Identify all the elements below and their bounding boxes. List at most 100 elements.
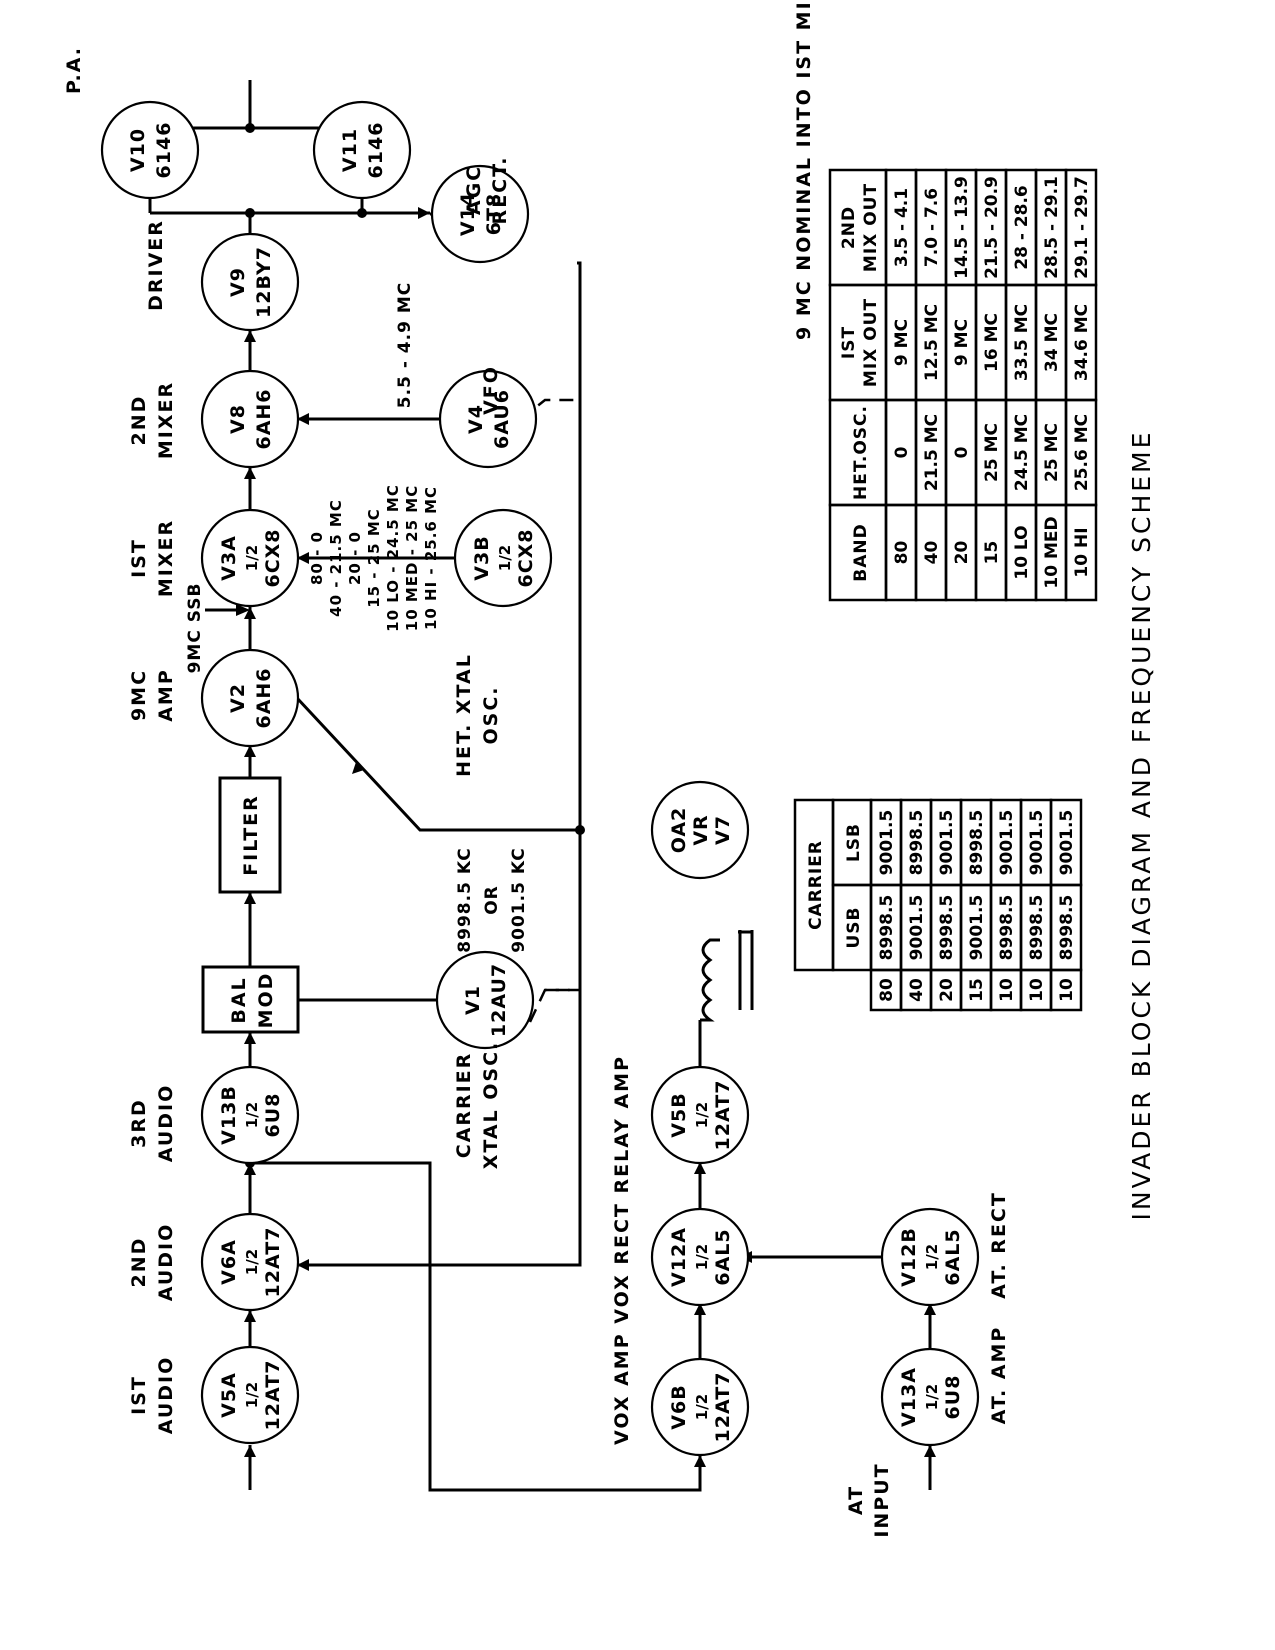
tube-label: 6U8 [942, 1375, 964, 1420]
tube-label: V12B [898, 1227, 920, 1287]
tube-label: 1/2 [243, 1382, 261, 1408]
junction-agc-het [575, 825, 585, 835]
mixer-cell-text: 3.5 - 4.1 [892, 188, 912, 267]
label-at-input-2: INPUT [871, 1462, 893, 1537]
arrow-v2 [244, 745, 256, 757]
carrier-cell-text: 9001.5 [967, 895, 987, 961]
label-agc-2: RECT. [489, 156, 511, 225]
label-carrier-osc-1: CARRIER [453, 1052, 475, 1159]
label-second-mixer-2: MIXER [155, 381, 177, 459]
label-vox-line: VOX AMP VOX RECT RELAY AMP [611, 1055, 633, 1445]
tube-label: V2 [227, 683, 249, 713]
mixer-cell-text: 29.1 - 29.7 [1072, 176, 1092, 279]
tube-label: 1/2 [243, 545, 261, 571]
mixer-col-label: IST [839, 326, 859, 359]
het-freq-entry: 20 - 0 [346, 531, 364, 585]
tube-label: V13A [898, 1367, 920, 1427]
het-freq-entry: 10 LO - 24.5 MC [384, 484, 402, 632]
label-first-audio-1: IST [128, 1375, 150, 1415]
tube-label: 6146 [365, 122, 387, 179]
mixer-col-label: HET.OSC. [851, 405, 871, 500]
tube-label: V8 [227, 404, 249, 434]
arrow-v13b [244, 1163, 256, 1175]
tube-label: 6146 [153, 122, 175, 179]
arrow-9mc-ssb [236, 604, 250, 616]
mixer-cell-text: 12.5 MC [922, 304, 942, 381]
mixer-col-label: MIX OUT [861, 183, 881, 272]
label-pa: P.A. [63, 46, 85, 94]
tube-label: V11 [339, 128, 361, 172]
arrow-filter [244, 892, 256, 904]
mixer-col-label: BAND [851, 523, 871, 581]
tube-label: 12AT7 [262, 1360, 284, 1431]
tube-envelope [200, 232, 300, 332]
tube-label: 12AT7 [712, 1372, 734, 1443]
tube-label: 1/2 [693, 1244, 711, 1270]
tube-label: 12BY7 [253, 246, 275, 318]
arrow-het-v2 [352, 762, 364, 774]
tube-envelope [435, 950, 535, 1050]
label-second-mixer-1: 2ND [128, 395, 150, 446]
tube-label: V3B [471, 535, 493, 580]
mixer-cell-text: 24.5 MC [1012, 414, 1032, 491]
mixer-cell-text: 15 [982, 541, 1002, 565]
label-het-osc-2: OSC. [480, 686, 502, 745]
mixer-cell-text: 7.0 - 7.6 [922, 188, 942, 267]
mixer-cell-text: 0 [892, 446, 912, 458]
arrow-audio-in [244, 1445, 256, 1457]
tube-envelope [650, 780, 750, 880]
tube-label: V4 [465, 404, 487, 434]
tube-label: 12AT7 [712, 1080, 734, 1151]
het-freq-entry: 80 - 0 [308, 531, 326, 585]
arrow-v6a [244, 1310, 256, 1322]
label-first-mixer-1: IST [128, 538, 150, 578]
arrow-v6b [694, 1455, 706, 1467]
label-third-audio-2: AUDIO [155, 1084, 177, 1163]
tube-envelope [200, 369, 300, 469]
tube-envelope [453, 508, 553, 608]
tube-label: 12AT7 [262, 1227, 284, 1298]
tube-label: V13B [218, 1085, 240, 1145]
label-at-input-1: AT [845, 1485, 867, 1515]
carrier-cell-text: 10 [997, 978, 1017, 1002]
arrow-at-in [924, 1445, 936, 1457]
tube-label: 1/2 [243, 1249, 261, 1275]
tube-label: V3A [218, 535, 240, 581]
mixer-cell-text: 10 MED [1042, 516, 1062, 588]
annotation-carrier-freq-1: 8998.5 KC [455, 847, 475, 952]
wire-agc-to-v6a [297, 830, 582, 1267]
carrier-cell-text: 9001.5 [1057, 810, 1077, 876]
tube-envelope [880, 1207, 980, 1307]
mixer-cell-text: 28 - 28.6 [1012, 185, 1032, 270]
het-freq-entry: 40 - 21.5 MC [327, 499, 345, 617]
arrow-v3a [244, 607, 256, 619]
label-9mc-amp-1: 9MC [128, 669, 150, 721]
tube-envelope [200, 1065, 300, 1165]
annotation-vfo-range: 5.5 - 4.9 MC [395, 282, 415, 408]
carrier-cell-text: 9001.5 [877, 810, 897, 876]
mixer-cell-text: 25 MC [982, 423, 1002, 482]
mixer-cell-text: 9 MC [952, 319, 972, 366]
carrier-cell-text: 80 [877, 978, 897, 1002]
tube-label: V5A [218, 1372, 240, 1418]
tube-label: 1/2 [243, 1102, 261, 1128]
tube-label: V6B [668, 1384, 690, 1429]
tube-envelope [200, 508, 300, 608]
mixer-cell-text: 33.5 MC [1012, 304, 1032, 381]
